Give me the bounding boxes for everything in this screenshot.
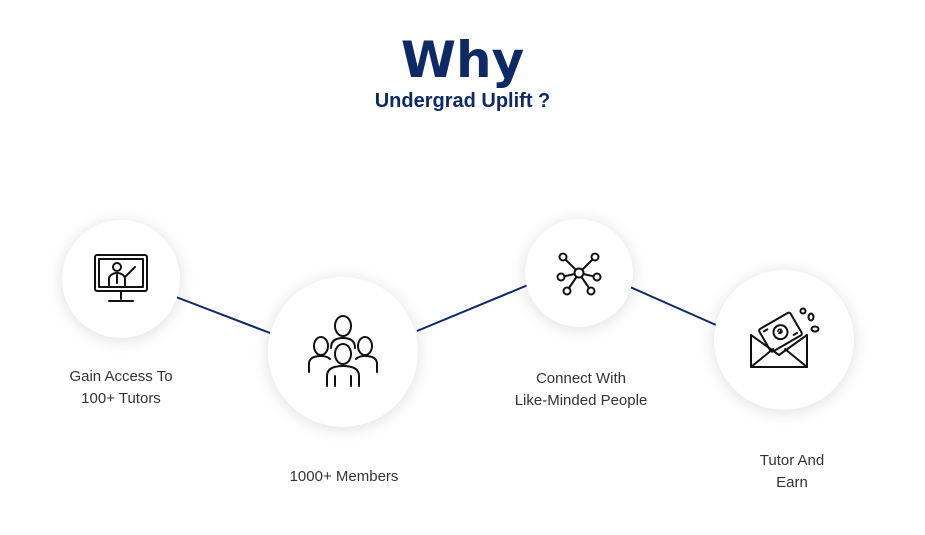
feature-label-members: 1000+ Members <box>263 466 425 488</box>
connector-line-3 <box>629 286 717 326</box>
feature-circle-members <box>268 277 418 427</box>
network-nodes-icon <box>556 252 602 296</box>
feature-label-earn: Tutor And Earn <box>711 450 873 494</box>
feature-label-tutors-line2: 100+ Tutors <box>81 390 161 407</box>
members-group-icon <box>308 315 378 387</box>
feature-label-members-line1: 1000+ Members <box>289 468 399 485</box>
connector-line-2 <box>416 284 529 332</box>
feature-label-tutors-line1: Gain Access To <box>69 368 173 385</box>
connector-line-1 <box>175 296 271 334</box>
feature-label-network-line1: Connect With <box>535 370 627 387</box>
tutor-screen-icon <box>94 254 148 302</box>
feature-label-network: Connect With Like-Minded People <box>500 368 662 412</box>
money-envelope-icon <box>750 307 820 368</box>
feature-label-network-line2: Like-Minded People <box>514 392 648 409</box>
feature-circle-earn <box>714 270 854 410</box>
feature-label-tutors: Gain Access To 100+ Tutors <box>40 366 202 410</box>
page-subtitle: Undergrad Uplift ? <box>374 90 551 112</box>
feature-label-earn-line1: Tutor And <box>759 452 825 469</box>
feature-label-earn-line2: Earn <box>776 474 808 491</box>
page-title: Why <box>400 31 525 89</box>
feature-circle-network <box>525 219 633 327</box>
feature-circle-tutors <box>62 220 180 338</box>
